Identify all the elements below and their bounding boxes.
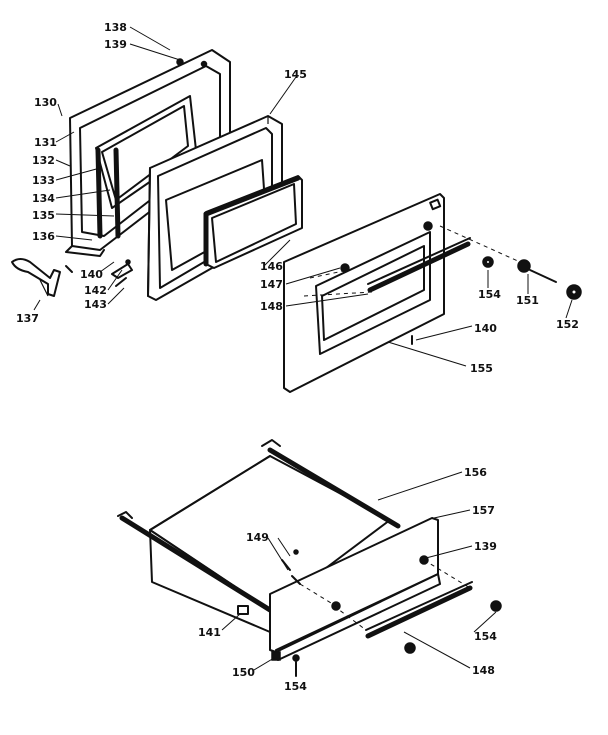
storage-drawer-handle bbox=[333, 559, 473, 639]
label-142: 142 bbox=[84, 284, 107, 297]
label-151: 151 bbox=[516, 294, 539, 307]
label-137: 137 bbox=[16, 312, 39, 325]
oven-door-handle bbox=[340, 237, 471, 293]
small-hardware-parts bbox=[65, 259, 133, 287]
label-134: 134 bbox=[32, 192, 55, 205]
label-139: 139 bbox=[104, 38, 127, 51]
label-130: 130 bbox=[34, 96, 57, 109]
label-155: 155 bbox=[470, 362, 493, 375]
label-140-door: 140 bbox=[474, 322, 497, 335]
label-131: 131 bbox=[34, 136, 57, 149]
label-141: 141 bbox=[198, 626, 221, 639]
label-154: 154 bbox=[478, 288, 501, 301]
label-154-bottom: 154 bbox=[284, 680, 307, 693]
leader-lines bbox=[33, 26, 573, 671]
label-133: 133 bbox=[32, 174, 55, 187]
label-140: 140 bbox=[80, 268, 103, 281]
label-156: 156 bbox=[464, 466, 487, 479]
label-139-drawer: 139 bbox=[474, 540, 497, 553]
label-135: 135 bbox=[32, 209, 55, 222]
label-143: 143 bbox=[84, 298, 107, 311]
label-147: 147 bbox=[260, 278, 283, 291]
label-138: 138 bbox=[104, 21, 127, 34]
label-136: 136 bbox=[32, 230, 55, 243]
part-number-labels: 138 139 130 131 132 133 134 135 136 137 … bbox=[16, 21, 579, 693]
handle-mount-hardware bbox=[411, 256, 582, 345]
label-132: 132 bbox=[32, 154, 55, 167]
label-148: 148 bbox=[260, 300, 283, 313]
oven-door-glass bbox=[203, 175, 303, 269]
label-154-drawer: 154 bbox=[474, 630, 497, 643]
door-hinge-bracket bbox=[11, 258, 61, 297]
label-150: 150 bbox=[232, 666, 255, 679]
alignment-lines-upper bbox=[303, 225, 521, 297]
label-149: 149 bbox=[246, 531, 269, 544]
label-148-drawer: 148 bbox=[472, 664, 495, 677]
label-145: 145 bbox=[284, 68, 307, 81]
label-152: 152 bbox=[556, 318, 579, 331]
oven-door-outer-panel bbox=[283, 193, 445, 393]
oven-door-inner-panel bbox=[65, 49, 231, 257]
label-157: 157 bbox=[472, 504, 495, 517]
label-146: 146 bbox=[260, 260, 283, 273]
